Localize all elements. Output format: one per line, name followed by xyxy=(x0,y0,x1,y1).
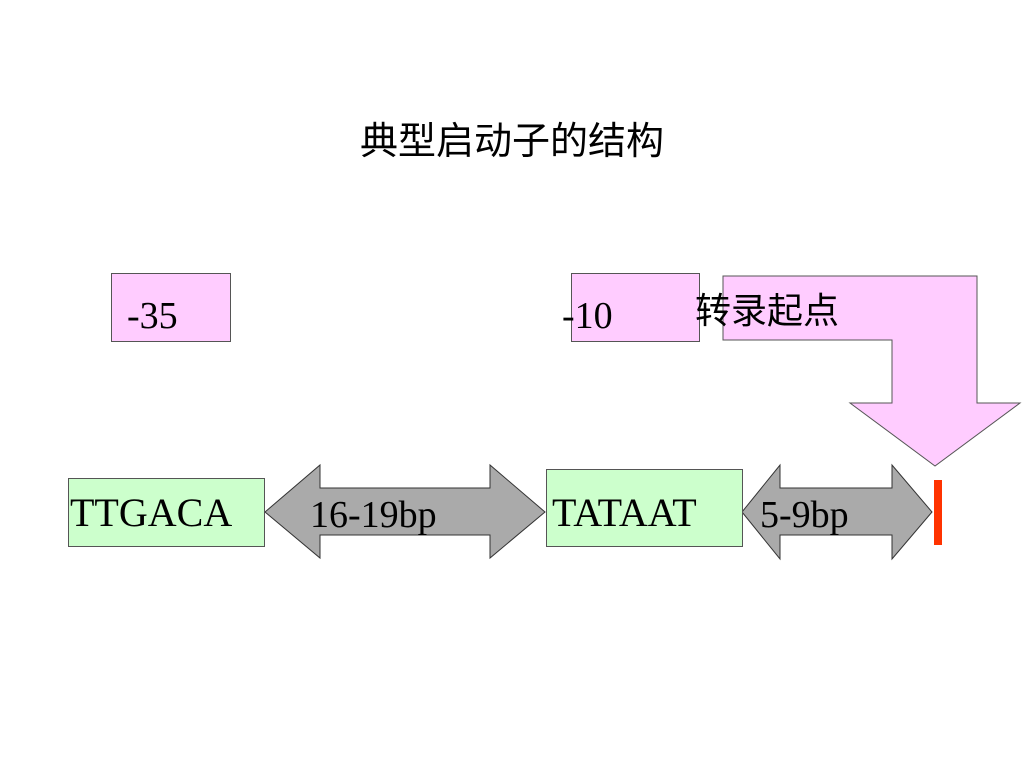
minus35-box xyxy=(111,273,231,342)
start-site-callout-arrow xyxy=(722,275,1022,467)
spacer2-double-arrow xyxy=(741,463,933,561)
box35-sequence: TTGACA xyxy=(70,490,233,535)
spacer1-double-arrow xyxy=(264,463,546,560)
box10-sequence: TATAAT xyxy=(552,490,697,535)
box35-sequence-box xyxy=(68,478,265,547)
minus35-label: -35 xyxy=(127,295,178,337)
box10-sequence-box xyxy=(546,469,743,547)
spacer1-label: 16-19bp xyxy=(310,494,437,536)
spacer2-label: 5-9bp xyxy=(760,494,849,536)
start-site-label: 转录起点 xyxy=(695,291,840,332)
minus10-label: -10 xyxy=(562,295,613,337)
minus10-box xyxy=(571,273,700,342)
diagram-title: 典型启动子的结构 xyxy=(359,119,664,163)
start-site-mark xyxy=(934,480,942,545)
